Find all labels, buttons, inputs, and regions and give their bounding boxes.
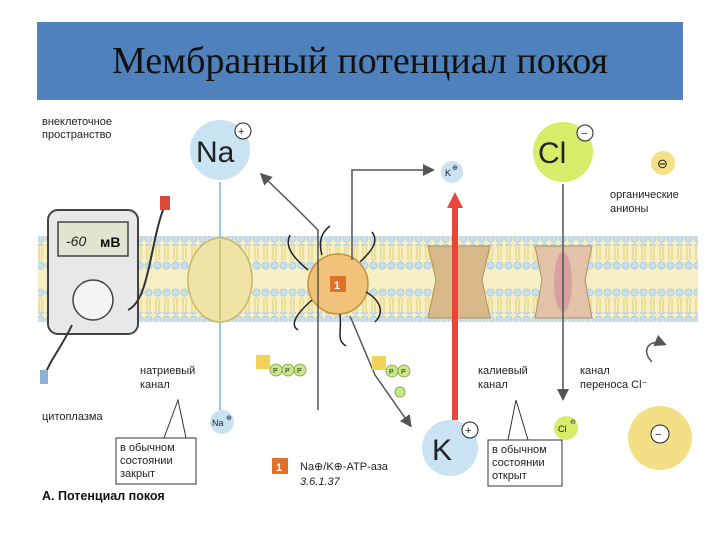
svg-text:в обычном: в обычном [120,442,175,454]
svg-text:P: P [273,368,278,375]
callout-open: в обычном состоянии открыт [487,399,563,487]
svg-text:Na: Na [196,136,235,169]
sodium-ion-large: Na + [190,120,252,180]
svg-text:+: + [238,126,244,138]
svg-text:−: − [581,128,587,140]
atp-molecule: P P P [256,355,307,377]
slide-title: Мембранный потенциал покоя [111,40,609,82]
svg-text:⊖: ⊖ [657,156,668,171]
extracellular-label: внеклеточное пространство [42,116,115,141]
chloride-ion-small: Cl ⊖ [554,416,578,440]
svg-text:P: P [389,369,394,376]
svg-text:⊕: ⊕ [226,415,232,422]
svg-text:P: P [401,369,406,376]
svg-text:P: P [297,368,302,375]
chloride-ion-large: Cl − [533,122,594,182]
voltmeter: -60 мВ [40,196,170,384]
svg-text:1: 1 [334,280,340,292]
adp-molecule: P P [372,356,411,398]
svg-text:в обычном: в обычном [492,444,547,456]
potassium-channel-label: калиевый канал [478,365,531,391]
sodium-channel-label: натриевый канал [140,365,198,391]
svg-text:+: + [465,425,471,437]
potassium-channel [427,245,491,319]
svg-text:состоянии: состоянии [120,455,173,467]
chloride-channel-label: канал переноса Cl⁻ [580,365,648,391]
svg-text:⊖: ⊖ [570,419,576,426]
voltmeter-reading: -60 [66,233,86,249]
sodium-channel [187,237,253,323]
svg-text:1: 1 [276,462,282,474]
svg-text:закрыт: закрыт [120,468,155,480]
cytoplasm-label: цитоплазма [42,411,103,423]
svg-text:−: − [655,429,661,441]
svg-text:Na: Na [212,418,224,428]
organic-anion-large: − [628,406,692,470]
enzyme-name: Na⊕/K⊕-АТР-аза [300,461,389,473]
svg-text:P: P [285,368,290,375]
svg-text:⊕: ⊕ [452,165,458,172]
svg-text:Cl: Cl [538,137,566,170]
enzyme-ec: 3.6.1.37 [300,476,341,488]
organic-anions-label: органические анионы [610,189,682,215]
svg-text:открыт: открыт [492,470,527,482]
svg-text:состоянии: состоянии [492,457,545,469]
voltmeter-unit: мВ [100,234,120,250]
potassium-ion-small: K ⊕ [441,161,463,183]
svg-text:K: K [432,434,452,467]
svg-text:K: K [445,168,451,178]
sodium-ion-small: Na ⊕ [210,410,234,434]
na-efflux-arrow [259,172,319,410]
enzyme-legend: 1 Na⊕/K⊕-АТР-аза 3.6.1.37 [272,458,389,488]
organic-anion-small: ⊖ [651,151,675,175]
anion-blocked-arrow [646,334,667,363]
k-to-cytoplasm-arrow [349,315,412,428]
svg-text:Cl: Cl [558,424,567,434]
k-influx-arrow [351,164,435,260]
slide-title-bar: Мембранный потенциал покоя [37,22,683,100]
figure-caption: А. Потенциал покоя [42,489,165,503]
na-k-atpase-pump: 1 [287,225,381,347]
potassium-ion-large: K + [422,420,479,476]
callout-closed: в обычном состоянии закрыт [115,398,197,485]
